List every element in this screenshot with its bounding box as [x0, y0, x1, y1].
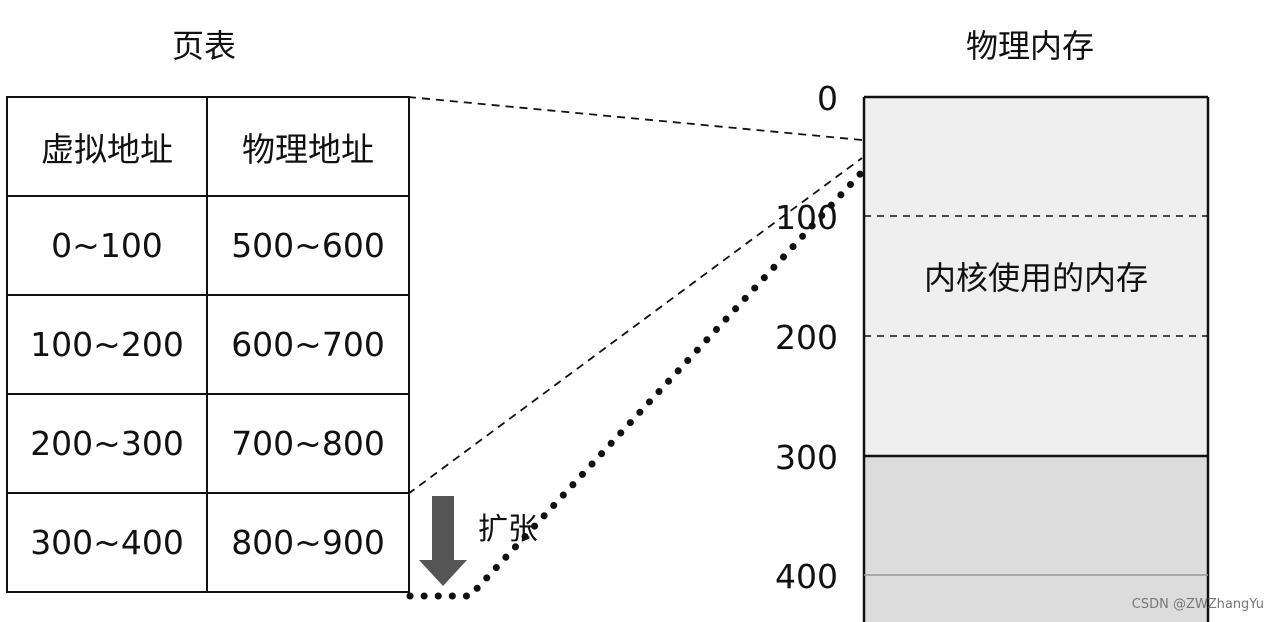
table-row: 300~400 800~900	[6, 492, 410, 593]
physical-range-cell: 500~600	[206, 195, 410, 296]
kernel-memory-region	[864, 97, 1208, 456]
header-physical-address: 物理地址	[206, 96, 410, 197]
table-row: 0~100 500~600	[6, 195, 410, 296]
header-virtual-address: 虚拟地址	[6, 96, 208, 197]
table-row: 100~200 600~700	[6, 294, 410, 395]
physical-range-cell: 600~700	[206, 294, 410, 395]
expand-label: 扩张	[478, 512, 538, 547]
mapping-line-top	[407, 96, 863, 141]
physical-range-cell: 700~800	[206, 393, 410, 494]
kernel-memory-label: 内核使用的内存	[923, 259, 1148, 297]
watermark: CSDN @ZWZhangYu	[1131, 597, 1264, 612]
virtual-range-cell: 100~200	[6, 294, 208, 395]
address-label-0: 0	[817, 79, 838, 118]
address-label-200: 200	[775, 318, 838, 357]
virtual-range-cell: 300~400	[6, 492, 208, 593]
down-arrow-icon	[419, 496, 467, 586]
table-row: 200~300 700~800	[6, 393, 410, 494]
expansion-dotted-line	[406, 168, 866, 600]
virtual-range-cell: 200~300	[6, 393, 208, 494]
address-label-400: 400	[775, 557, 838, 596]
address-label-300: 300	[775, 438, 838, 477]
page-table-title: 页表	[172, 27, 237, 65]
mapping-line-bottom	[407, 157, 863, 495]
virtual-range-cell: 0~100	[6, 195, 208, 296]
table-header-row: 虚拟地址 物理地址	[6, 96, 410, 197]
physical-range-cell: 800~900	[206, 492, 410, 593]
page-table: 虚拟地址 物理地址 0~100 500~600 100~200 600~700 …	[6, 96, 410, 593]
user-memory-region	[864, 456, 1208, 622]
address-label-100: 100	[775, 198, 838, 237]
physical-memory-title: 物理内存	[966, 27, 1095, 65]
